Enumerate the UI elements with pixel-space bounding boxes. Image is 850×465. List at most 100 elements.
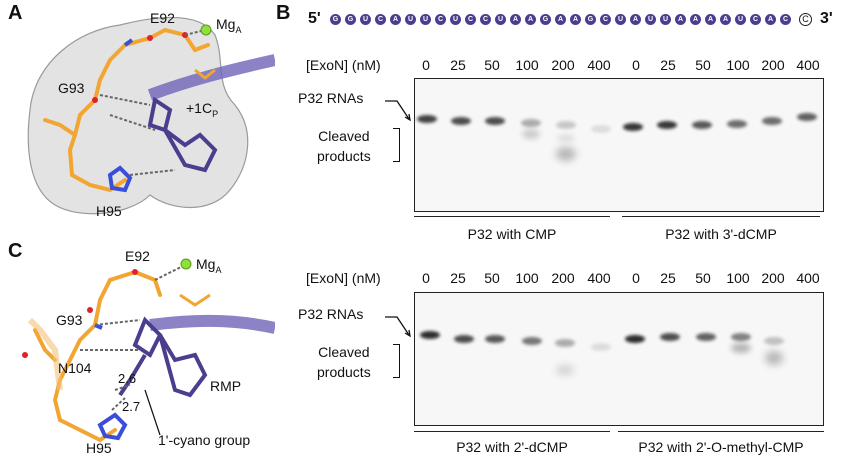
seq-base: U [360,14,371,25]
label-e92: E92 [150,10,175,26]
seq-base: G [585,14,596,25]
seq-base: A [675,14,686,25]
top-group-right-label: P32 with 3'-dCMP [665,226,777,242]
seq-3prime: 3' [820,10,833,27]
bottom-rna-arrow [385,316,411,338]
conc-label: 100 [515,57,539,73]
conc-label: 400 [587,270,611,286]
seq-base: A [570,14,581,25]
seq-base: C [750,14,761,25]
top-group-left-label: P32 with CMP [467,226,557,242]
gel-band [556,365,574,375]
bottom-group-left-line [414,431,610,432]
panel-a-letter: A [8,2,23,24]
seq-base: U [615,14,626,25]
gel-band [417,115,437,123]
label-cyano-group: 1'-cyano group [158,432,251,448]
conc-label: 400 [796,270,820,286]
panel-c-letter: C [8,240,23,262]
gel-band [485,335,505,343]
seq-base: A [720,14,731,25]
gel-band [657,121,677,129]
panel-c-structure [22,258,275,443]
gel-band [731,333,751,341]
gel-band [522,337,542,345]
gel-band [454,335,474,343]
seq-base: C [435,14,446,25]
conc-label: 50 [695,270,711,286]
seq-5prime: 5' [308,10,321,27]
gel-band [556,121,576,129]
conc-label: 25 [450,57,466,73]
bottom-group-right-label: P32 with 2'-O-methyl-CMP [638,439,804,455]
seq-base: U [405,14,416,25]
gel-band [727,120,747,128]
gel-band [420,331,440,339]
gel-band [555,339,575,347]
seq-base: A [705,14,716,25]
label-distance-1: 2.6 [118,371,137,386]
gel-band [451,117,471,125]
bottom-rna-label: P32 RNAs [298,306,364,322]
seq-base: U [420,14,431,25]
label-n104: N104 [58,360,92,376]
seq-base: U [660,14,671,25]
gel-band [522,129,540,139]
conc-label: 200 [551,270,575,286]
gel-band [765,351,783,365]
seq-base: C [375,14,386,25]
conc-label: 0 [422,270,430,286]
seq-base: U [450,14,461,25]
top-rna-label: P32 RNAs [298,90,364,106]
gel-bottom [414,292,824,426]
conc-label: 50 [484,57,500,73]
conc-label: 0 [422,57,430,73]
density-mesh [27,16,249,215]
seq-base: G [330,14,341,25]
seq-base: A [510,14,521,25]
conc-label: 200 [761,270,785,286]
gel-band [485,117,505,125]
bottom-cleaved-bracket [393,344,400,378]
gel-band [556,147,576,161]
seq-base: A [690,14,701,25]
top-group-right-line [622,216,820,217]
conc-label: 200 [761,57,785,73]
seq-base: A [525,14,536,25]
conc-label: 25 [660,57,676,73]
mg-ion [180,258,192,270]
gel-band [623,123,643,131]
label-distance-2: 2.7 [122,399,141,414]
seq-base: G [345,14,356,25]
conc-label: 0 [632,57,640,73]
label-mg: MgA [216,16,242,35]
top-rna-arrow [385,100,411,122]
conc-label: 50 [484,270,500,286]
seq-base: C [600,14,611,25]
seq-base: C [465,14,476,25]
bottom-group-left-label: P32 with 2'-dCMP [456,439,568,455]
conc-label: 25 [450,270,466,286]
label-mg: MgA [196,256,222,275]
conc-label: 100 [515,270,539,286]
cyano-pointer [144,389,161,436]
label-h95: H95 [96,203,122,219]
gel-band [625,335,645,343]
seq-base: A [555,14,566,25]
gel-band [591,125,611,133]
conc-label: 25 [660,270,676,286]
seq-base: U [495,14,506,25]
gel-band [591,343,611,351]
label-h95: H95 [86,440,112,456]
seq-base: A [765,14,776,25]
label-g93: G93 [58,80,85,96]
label-e92: E92 [125,248,150,264]
gel-top [414,78,824,212]
label-rmp: RMP [210,378,242,394]
conc-label: 200 [551,57,575,73]
conc-label: 0 [632,270,640,286]
bottom-conc-label: [ExoN] (nM) [306,270,381,286]
top-conc-label: [ExoN] (nM) [306,57,381,73]
conc-label: 100 [726,57,750,73]
